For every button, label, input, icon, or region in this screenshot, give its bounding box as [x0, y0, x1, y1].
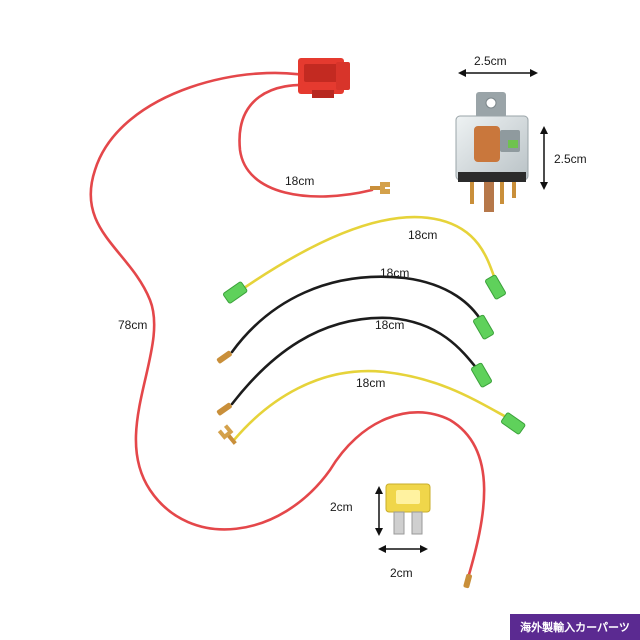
- relay-height-label: 2.5cm: [554, 152, 587, 166]
- fork-terminal-yellow: [217, 424, 237, 445]
- fuse-holder: [298, 58, 350, 98]
- yellow-wire-top: [242, 215, 498, 290]
- black-top-wire-label: 18cm: [380, 266, 410, 280]
- bullet-terminal-red: [463, 573, 473, 589]
- fuse-width-label: 2cm: [390, 566, 413, 580]
- fuse-width-arrow: [378, 545, 428, 553]
- fuse-height-label: 2cm: [330, 500, 353, 514]
- black-wire-bottom: [230, 316, 480, 406]
- green-connector-black-bottom: [471, 362, 492, 388]
- black-wire-top: [230, 275, 484, 354]
- fork-terminal-red: [370, 182, 390, 194]
- red-long-wire-label: 78cm: [118, 318, 148, 332]
- black-bottom-wire-label: 18cm: [375, 318, 405, 332]
- red-short-wire-label: 18cm: [285, 174, 315, 188]
- relay-width-label: 2.5cm: [474, 54, 507, 68]
- yellow-top-wire-label: 18cm: [408, 228, 438, 242]
- green-connector-black-top: [473, 314, 494, 340]
- blade-fuse: [385, 483, 431, 535]
- yellow-bottom-wire-label: 18cm: [356, 376, 386, 390]
- green-connector-yellow-top-left: [223, 281, 248, 304]
- relay: [455, 92, 529, 212]
- relay-height-arrow: [540, 126, 548, 190]
- bullet-terminal-black-bottom: [216, 402, 232, 416]
- shop-watermark: 海外製輸入カーパーツ: [510, 614, 640, 640]
- green-connector-yellow-top-right: [485, 274, 506, 300]
- bullet-terminal-black-top: [216, 350, 232, 364]
- fuse-height-arrow: [375, 486, 383, 536]
- relay-width-arrow: [458, 69, 538, 77]
- green-connector-yellow-bottom: [501, 412, 526, 435]
- red-wire-short: [238, 83, 374, 198]
- yellow-wire-bottom: [232, 369, 510, 442]
- red-wire-long: [89, 71, 486, 580]
